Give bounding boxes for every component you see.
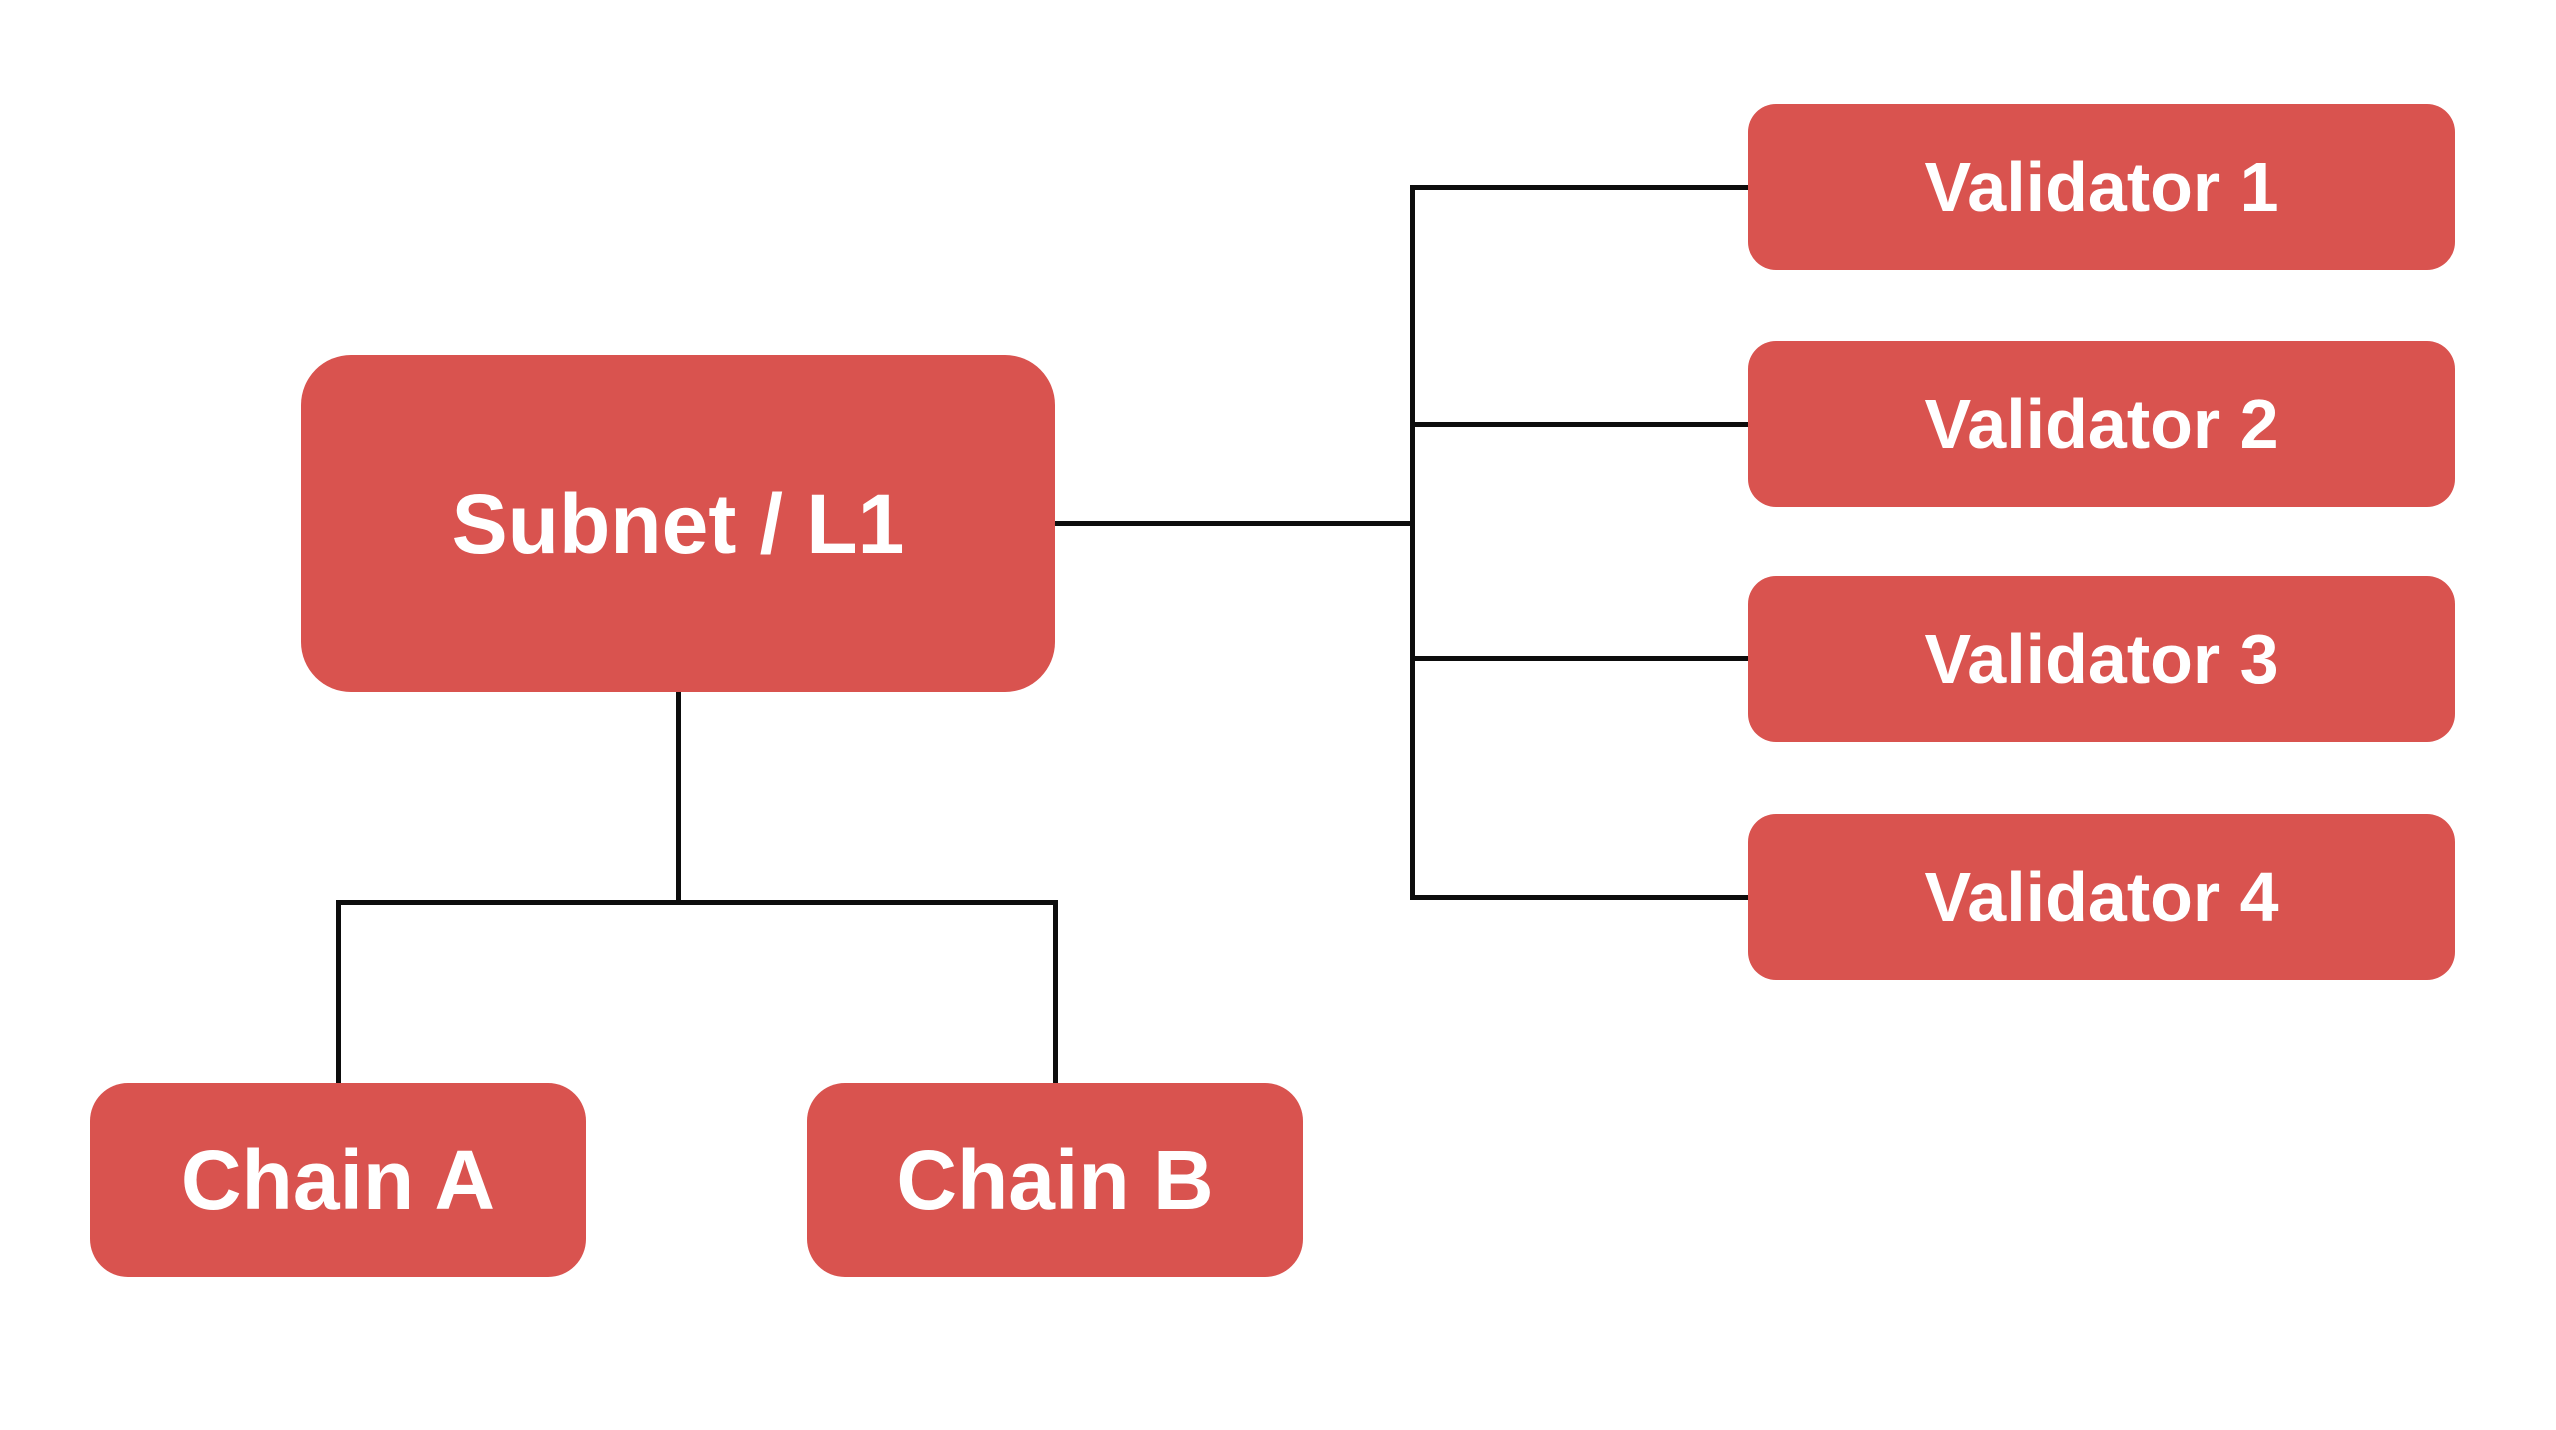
node-validator-3-label: Validator 3 [1924, 620, 2279, 698]
connector-validator-trunk [1410, 185, 1415, 900]
node-chain-b: Chain B [807, 1083, 1303, 1277]
node-validator-3: Validator 3 [1748, 576, 2455, 742]
connector-branch-validator-2 [1410, 422, 1748, 427]
connector-branch-validator-1 [1410, 185, 1748, 190]
node-chain-a: Chain A [90, 1083, 586, 1277]
connector-subnet-down [676, 692, 681, 905]
node-chain-b-label: Chain B [896, 1133, 1214, 1227]
node-validator-1: Validator 1 [1748, 104, 2455, 270]
connector-branch-validator-4 [1410, 895, 1748, 900]
connector-drop-chain-b [1053, 900, 1058, 1083]
connector-branch-validator-3 [1410, 656, 1748, 661]
connector-chains-bar [336, 900, 1058, 905]
node-validator-2-label: Validator 2 [1924, 385, 2279, 463]
node-validator-1-label: Validator 1 [1924, 148, 2279, 226]
node-validator-4: Validator 4 [1748, 814, 2455, 980]
connector-drop-chain-a [336, 900, 341, 1083]
node-validator-4-label: Validator 4 [1924, 858, 2279, 936]
node-subnet-l1-label: Subnet / L1 [451, 476, 905, 571]
connector-subnet-to-trunk [1055, 521, 1415, 526]
node-subnet-l1: Subnet / L1 [301, 355, 1055, 692]
node-chain-a-label: Chain A [180, 1133, 496, 1227]
node-validator-2: Validator 2 [1748, 341, 2455, 507]
